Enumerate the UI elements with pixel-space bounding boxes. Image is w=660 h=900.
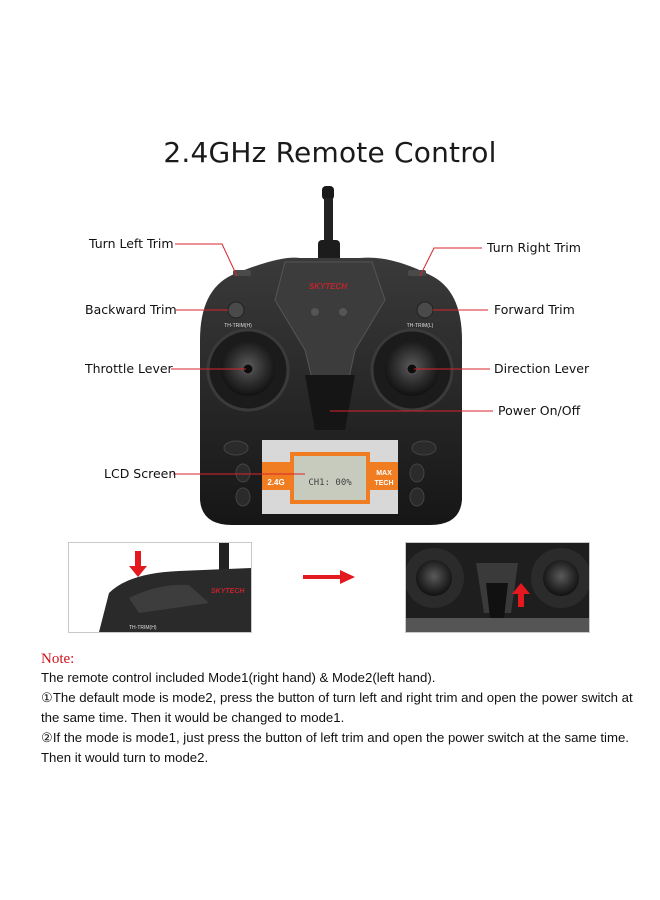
remote-control-illustration: SKYTECH TH-TRIM(H) TH-TRIM(L) CH1: 00% 2…	[171, 186, 493, 584]
arrow-down-icon	[129, 551, 147, 577]
transition-arrow-icon	[303, 570, 355, 584]
detail-photo-power-switch	[405, 542, 590, 633]
note-line: the same time. Then it would be changed …	[41, 710, 345, 725]
svg-text:2.4G: 2.4G	[267, 478, 284, 487]
forward-trim-button[interactable]	[416, 301, 434, 319]
svg-text:MAX: MAX	[376, 470, 392, 477]
label-backward-trim: Backward Trim	[85, 302, 177, 317]
arrow-up-icon	[512, 583, 530, 607]
direction-lever[interactable]	[370, 328, 454, 412]
note-line: ②If the mode is mode1, just press the bu…	[41, 730, 629, 745]
label-power: Power On/Off	[498, 403, 581, 418]
label-throttle-lever: Throttle Lever	[85, 361, 173, 376]
turn-left-trim-button	[233, 270, 251, 276]
note-line: ①The default mode is mode2, press the bu…	[41, 690, 633, 705]
detail-photo-left-trim: SKYTECH TH-TRIM(H)	[68, 542, 252, 633]
svg-text:TECH: TECH	[374, 480, 393, 487]
backward-trim-button[interactable]	[227, 301, 245, 319]
turn-right-trim-button	[408, 270, 426, 276]
note-line: Then it would turn to mode2.	[41, 750, 209, 765]
brand-logo: SKYTECH	[309, 282, 347, 291]
throttle-lever[interactable]	[206, 328, 290, 412]
page-title: 2.4GHz Remote Control	[163, 136, 497, 169]
svg-text:SKYTECH: SKYTECH	[211, 588, 245, 595]
svg-text:CH1: 00%: CH1: 00%	[308, 478, 352, 488]
left-trim-caption: TH-TRIM(H)	[224, 323, 252, 329]
label-turn-left-trim: Turn Left Trim	[89, 236, 174, 251]
label-direction-lever: Direction Lever	[494, 361, 590, 376]
label-turn-right-trim: Turn Right Trim	[487, 240, 581, 255]
label-lcd-screen: LCD Screen	[104, 466, 177, 481]
note-line: The remote control included Mode1(right …	[41, 670, 436, 685]
right-trim-caption: TH-TRIM(L)	[407, 323, 434, 329]
leader-lines	[171, 243, 493, 475]
svg-text:TH-TRIM(H): TH-TRIM(H)	[129, 625, 157, 631]
antenna	[318, 186, 340, 262]
lcd-screen: CH1: 00% 2.4G MAX TECH	[262, 440, 398, 514]
label-forward-trim: Forward Trim	[494, 302, 575, 317]
power-switch	[305, 375, 355, 430]
note-heading: Note:	[41, 651, 75, 667]
